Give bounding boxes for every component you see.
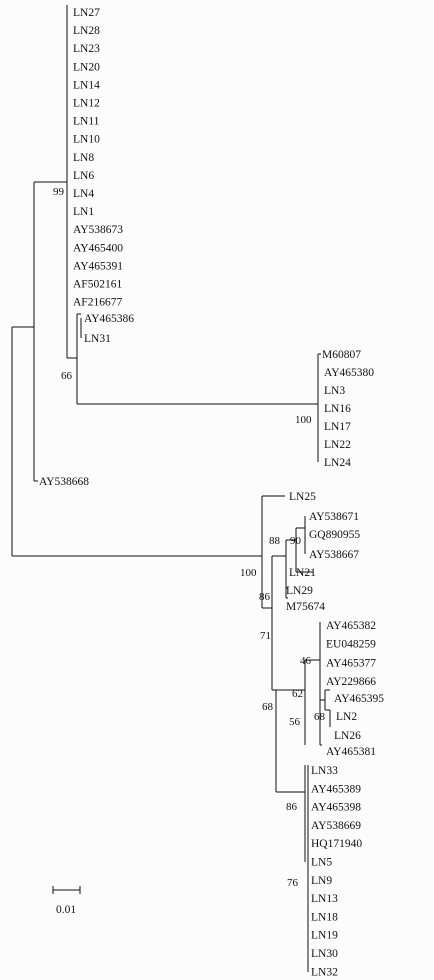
taxon-label-ln22: LN22 (324, 439, 351, 451)
bootstrap-value: 88 (269, 535, 281, 547)
taxon-label-ln6: LN6 (73, 170, 94, 182)
taxon-label-af216677: AF216677 (73, 297, 122, 309)
taxon-label-ln17: LN17 (324, 421, 351, 433)
taxon-label-ln18: LN18 (311, 911, 338, 923)
taxon-label-ln1: LN1 (73, 206, 94, 218)
taxon-label-ln20: LN20 (73, 61, 100, 73)
bootstrap-labels: 99 66 100 100 88 90 86 71 68 46 62 68 56 86 76 (53, 186, 326, 889)
taxon-label-ay465391: AY465391 (73, 260, 123, 272)
bootstrap-value: 68 (314, 711, 326, 723)
taxon-label-ln8: LN8 (73, 152, 94, 164)
taxon-label-ln10: LN10 (73, 134, 100, 146)
taxon-label-ln27: LN27 (73, 7, 100, 19)
taxon-label-ay465389: AY465389 (311, 783, 361, 795)
taxon-label-ln25: LN25 (289, 491, 316, 503)
bootstrap-value: 100 (240, 567, 257, 579)
taxon-label-ln2: LN2 (336, 711, 357, 723)
taxon-label-ln26: LN26 (334, 730, 361, 742)
taxon-label-ay538669: AY538669 (311, 820, 361, 832)
taxon-label-ln21: LN21 (289, 567, 316, 579)
taxon-label-ay465395: AY465395 (334, 693, 384, 705)
bootstrap-value: 86 (259, 591, 271, 603)
taxon-label-ln31: LN31 (84, 333, 111, 345)
bootstrap-value: 56 (289, 716, 301, 728)
taxon-label-ln3: LN3 (324, 385, 345, 397)
taxon-label-af502161: AF502161 (73, 279, 122, 291)
taxon-label-ln32: LN32 (311, 966, 338, 978)
tree-branches (11, 5, 331, 972)
taxon-label-ln14: LN14 (73, 79, 100, 91)
bootstrap-value: 99 (53, 186, 65, 198)
taxon-label-ay538671: AY538671 (309, 511, 359, 523)
taxon-label-ln30: LN30 (311, 948, 338, 960)
taxon-label-ay465400: AY465400 (73, 242, 123, 254)
bootstrap-value: 66 (61, 370, 73, 382)
bootstrap-value: 86 (286, 801, 298, 813)
taxon-label-ln29: LN29 (286, 585, 313, 597)
taxon-label-ln11: LN11 (73, 116, 100, 128)
taxon-label-ay538667: AY538667 (309, 549, 359, 561)
taxon-label-ln12: LN12 (73, 98, 100, 110)
bootstrap-value: 100 (295, 414, 312, 426)
bootstrap-value: 71 (260, 630, 271, 642)
taxon-label-ln13: LN13 (311, 893, 338, 905)
taxon-label-ln16: LN16 (324, 403, 351, 415)
taxon-label-ln5: LN5 (311, 857, 332, 869)
taxon-label-ay538673: AY538673 (73, 224, 123, 236)
taxon-label-ay538668: AY538668 (39, 476, 89, 488)
bootstrap-value: 76 (287, 877, 299, 889)
taxon-label-ay465386: AY465386 (84, 313, 134, 325)
scale-bar-label: 0.01 (56, 904, 76, 916)
taxon-label-ln4: LN4 (73, 188, 94, 200)
bootstrap-value: 46 (300, 655, 312, 667)
taxon-label-ay465380: AY465380 (324, 367, 374, 379)
scale-bar: 0.01 (52, 886, 81, 916)
taxon-label-m60807: M60807 (322, 349, 361, 361)
taxon-label-ln23: LN23 (73, 43, 100, 55)
bootstrap-value: 68 (262, 701, 274, 713)
taxon-label-m75674: M75674 (286, 601, 325, 613)
taxon-labels: AY538668LN27LN28LN23LN20LN14LN12LN11LN10… (39, 7, 384, 978)
taxon-label-ln24: LN24 (324, 457, 351, 469)
taxon-label-ln28: LN28 (73, 25, 100, 37)
taxon-label-ln9: LN9 (311, 875, 332, 887)
taxon-label-ay465377: AY465377 (326, 657, 376, 669)
taxon-label-ay465381: AY465381 (326, 746, 376, 758)
taxon-label-ay465382: AY465382 (326, 620, 376, 632)
taxon-label-hq171940: HQ171940 (311, 838, 362, 850)
taxon-label-ay229866: AY229866 (326, 676, 376, 688)
bootstrap-value: 62 (292, 688, 303, 700)
taxon-label-ln19: LN19 (311, 930, 338, 942)
taxon-label-gq890955: GQ890955 (309, 529, 360, 541)
taxon-label-ay465398: AY465398 (311, 802, 361, 814)
taxon-label-eu048259: EU048259 (326, 639, 376, 651)
bootstrap-value: 90 (290, 535, 302, 547)
taxon-label-ln33: LN33 (311, 765, 338, 777)
